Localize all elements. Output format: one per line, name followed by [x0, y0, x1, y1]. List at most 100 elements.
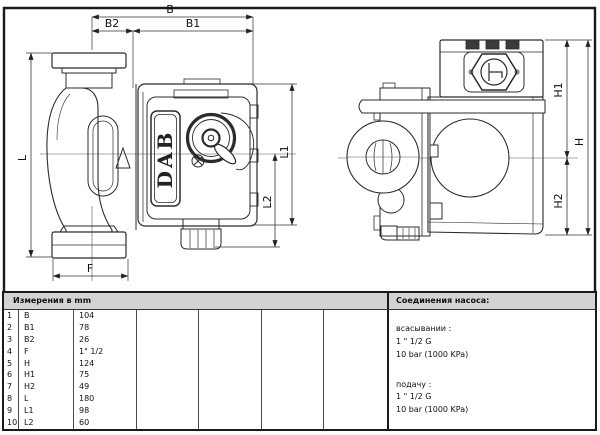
row-number: 2: [4, 321, 19, 334]
dimension-code: L: [19, 393, 74, 406]
empty-cell: [324, 405, 387, 417]
dimension-value: 26: [74, 333, 137, 346]
dimension-code: F: [19, 345, 74, 358]
empty-cell: [137, 357, 199, 370]
suction-label: всасывании :: [396, 324, 452, 333]
connections-panel: всасывании : 1 " 1/2 G 10 bar (1000 KPa)…: [387, 310, 595, 429]
dim-label-l: L: [16, 154, 29, 161]
empty-cell: [262, 381, 324, 394]
dimension-value: 75: [74, 369, 137, 382]
dimension-value: 124: [74, 357, 137, 370]
pump-technical-drawing: DAB: [2, 3, 597, 292]
screw-icon: [191, 154, 205, 168]
dimension-value: 60: [74, 417, 137, 429]
empty-cell: [262, 321, 324, 334]
front-view: [40, 52, 296, 281]
dimension-value: 180: [74, 393, 137, 406]
row-number: 5: [4, 357, 19, 370]
empty-cell: [137, 405, 199, 418]
empty-cell: [199, 381, 262, 394]
dim-label-h2: H2: [552, 193, 565, 208]
empty-cell: [199, 405, 262, 418]
dim-label-h: H: [573, 138, 586, 146]
dimension-value: 49: [74, 381, 137, 394]
side-view: [338, 39, 578, 241]
empty-cell: [199, 393, 262, 406]
dim-label-b2: B2: [105, 17, 120, 30]
empty-cell: [137, 369, 199, 382]
empty-cell: [137, 310, 199, 322]
row-number: 3: [4, 333, 19, 346]
empty-cell: [137, 345, 199, 358]
dimension-code: H1: [19, 369, 74, 382]
dab-logo: DAB: [150, 110, 181, 207]
empty-cell: [199, 310, 262, 322]
empty-cell: [324, 346, 387, 358]
empty-cell: [324, 393, 387, 405]
empty-cell: [324, 358, 387, 370]
dimension-code: B: [19, 310, 74, 322]
delivery-size: 1 " 1/2 G: [396, 392, 432, 401]
empty-cell: [199, 333, 262, 346]
empty-cell: [199, 321, 262, 334]
dimension-code: H: [19, 357, 74, 370]
suction-size: 1 " 1/2 G: [396, 337, 432, 346]
delivery-label: подачу :: [396, 380, 432, 389]
dim-label-h1: H1: [552, 82, 565, 97]
row-number: 10: [4, 417, 19, 429]
dimension-value: 104: [74, 310, 137, 322]
suction-pressure: 10 bar (1000 KPa): [396, 350, 469, 359]
empty-cell: [262, 333, 324, 346]
empty-cell: [262, 393, 324, 406]
empty-cell: [262, 405, 324, 418]
table-header: Измерения в mm Соединения насоса:: [4, 293, 595, 310]
dimension-code: L1: [19, 405, 74, 418]
empty-cell: [137, 381, 199, 394]
dimension-value: 1" 1/2: [74, 345, 137, 358]
row-number: 4: [4, 345, 19, 358]
dim-label-b: B: [166, 3, 174, 16]
dimension-code: L2: [19, 417, 74, 429]
empty-cell: [262, 357, 324, 370]
empty-cell: [199, 417, 262, 429]
dimension-labels: B B2 B1 L L1 L2 F H1 H2 H: [16, 3, 586, 275]
empty-cell: [324, 417, 387, 429]
dimension-code: B1: [19, 321, 74, 334]
empty-cell: [137, 333, 199, 346]
row-number: 1: [4, 310, 19, 322]
row-number: 7: [4, 381, 19, 394]
hex-gland: [463, 51, 525, 93]
drawing-frame: [2, 6, 597, 292]
empty-cell: [199, 369, 262, 382]
dimension-code: H2: [19, 381, 74, 394]
dim-label-f: F: [87, 262, 93, 275]
empty-cell: [262, 310, 324, 322]
connections-title: Соединения насоса:: [387, 293, 595, 309]
empty-cell: [324, 381, 387, 393]
measurements-title: Измерения в mm: [13, 296, 92, 305]
brand-text: DAB: [153, 130, 177, 189]
empty-cell: [262, 345, 324, 358]
empty-cell: [324, 334, 387, 346]
dim-label-l2: L2: [261, 195, 274, 208]
delivery-pressure: 10 bar (1000 KPa): [396, 405, 469, 414]
dimension-lines: [26, 14, 592, 281]
selector-knob: [185, 112, 254, 171]
empty-cell: [324, 310, 387, 322]
empty-cell: [262, 369, 324, 382]
empty-cell: [324, 369, 387, 381]
dim-label-b1: B1: [186, 17, 201, 30]
